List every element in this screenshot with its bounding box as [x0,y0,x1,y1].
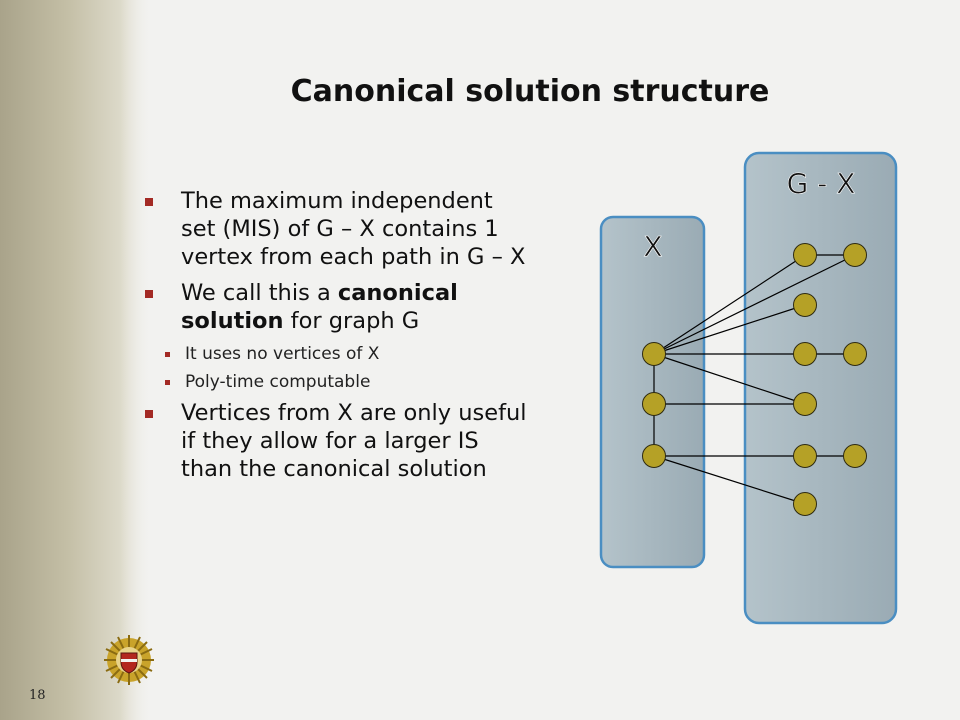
bullet-item: We call this a canonical solution for gr… [145,279,530,335]
vertex [793,444,817,468]
gx-set-box [743,151,898,625]
vertex [843,444,867,468]
bullet-text: Vertices from X are only useful if they … [181,400,527,482]
bullet-item: Vertices from X are only useful if they … [145,399,530,483]
edge [653,304,806,355]
sub-bullet-item: It uses no vertices of X [145,343,530,365]
bullet-list: The maximum independent set (MIS) of G –… [145,187,530,491]
bullet-item: The maximum independent set (MIS) of G –… [145,187,530,271]
edge [653,254,806,355]
vertex [793,243,817,267]
sub-bullet-marker-icon [165,380,170,385]
sub-bullet-item: Poly-time computable [145,371,530,393]
sub-bullet-text: Poly-time computable [185,372,371,392]
x-set-box [599,215,706,569]
page-number: 18 [29,688,46,703]
slide-title: Canonical solution structure [290,74,770,109]
bullet-emphasis: canonical solution [181,280,458,334]
sub-bullet-marker-icon [165,352,170,357]
vertex [843,243,867,267]
sub-bullet-text: It uses no vertices of X [185,344,380,364]
bullet-text: We call this a [181,280,338,306]
edge [653,455,806,505]
gx-set-label: G - X [787,167,856,200]
vertex [793,293,817,317]
vertex [793,492,817,516]
university-seal-icon [104,635,154,685]
vertex [793,392,817,416]
bullet-marker-icon [145,198,153,206]
vertex [642,444,666,468]
edge [653,353,806,405]
vertex [793,342,817,366]
vertex [642,392,666,416]
vertex [642,342,666,366]
bullet-marker-icon [145,410,153,418]
edge [653,254,856,355]
bullet-text: The maximum independent set (MIS) of G –… [181,188,526,270]
decorative-image-strip [0,0,150,720]
vertex [843,342,867,366]
graph-vertices [642,243,867,516]
x-set-label: X [643,230,662,263]
bullet-text: for graph G [283,308,420,334]
bullet-marker-icon [145,290,153,298]
